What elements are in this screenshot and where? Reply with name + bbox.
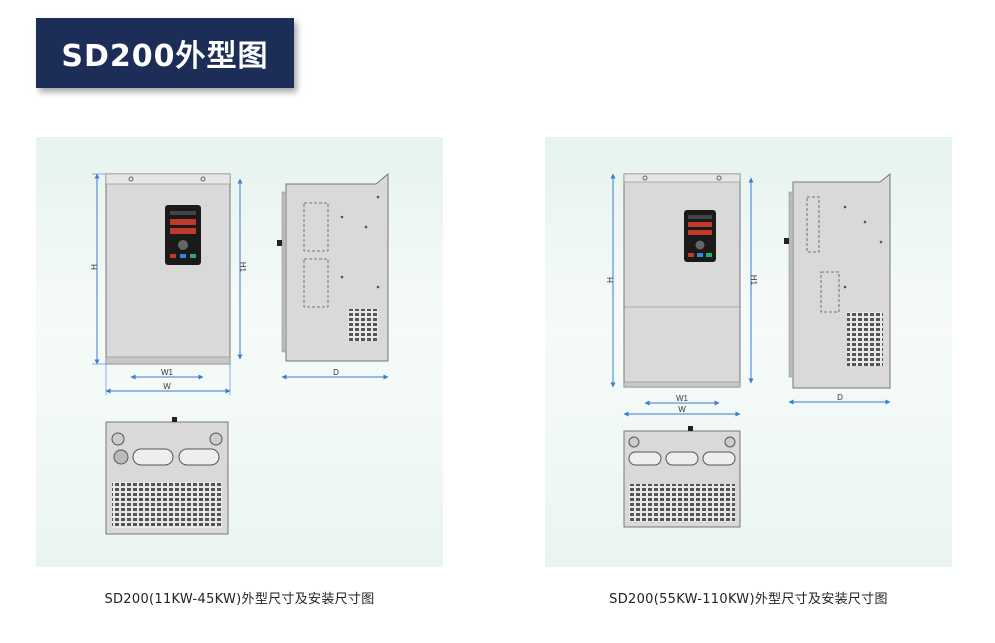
label-h1: H1 [238, 262, 247, 273]
diagram-panel-small: H H1 W1 W D [36, 137, 443, 567]
caption-large: SD200(55KW-110KW)外型尺寸及安装尺寸图 [609, 592, 888, 607]
label-h: H [606, 277, 615, 283]
front-view: H H1 W1 W [90, 173, 247, 395]
drawing-small: H H1 W1 W D [90, 172, 389, 535]
caption-small: SD200(11KW-45KW)外型尺寸及安装尺寸图 [104, 592, 375, 607]
label-h: H [90, 264, 99, 270]
label-w1: W1 [676, 394, 689, 403]
label-w: W [678, 405, 686, 414]
drawing-large: H H1 W1 W D [606, 172, 891, 528]
label-h1: H1 [749, 275, 758, 286]
label-w1: W1 [161, 368, 174, 377]
bottom-view [623, 426, 741, 528]
front-view: H H1 W1 W [606, 173, 758, 417]
keypad-panel [684, 210, 716, 262]
title-banner: SD200外型图 [36, 18, 294, 88]
label-d: D [837, 393, 843, 402]
side-view: D [784, 172, 891, 405]
side-view: D [277, 172, 389, 380]
bottom-view [105, 417, 229, 535]
diagram-panel-large: H H1 W1 W D [545, 137, 952, 567]
label-d: D [333, 368, 339, 377]
label-w: W [163, 382, 171, 391]
page-title: SD200外型图 [61, 39, 269, 74]
keypad-panel [165, 205, 201, 265]
